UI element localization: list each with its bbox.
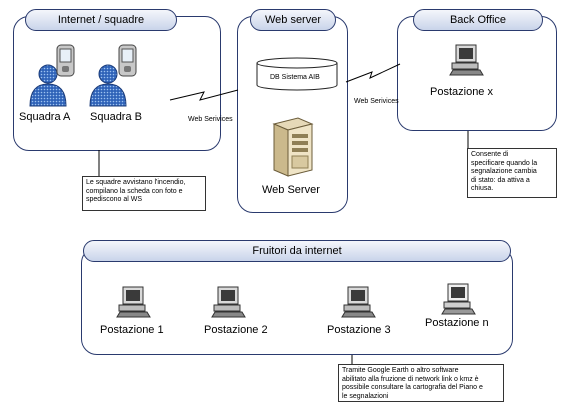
postazione-1-label: Postazione 1 — [100, 324, 164, 336]
pda-icon — [56, 44, 75, 77]
postazione-2-label: Postazione 2 — [204, 324, 268, 336]
note-line: segnalazione cambia — [471, 168, 537, 175]
lightning-link-icon — [169, 89, 239, 101]
note-line: chiusa. — [471, 185, 494, 192]
postazione-x-label: Postazione x — [430, 86, 493, 98]
note-line: Tramite Google Earth o altro software — [342, 367, 459, 374]
back-office-note: Consente di specificare quando la segnal… — [467, 148, 557, 198]
workstation-icon — [449, 44, 484, 76]
squadra-b-label: Squadra B — [90, 111, 142, 123]
pda-icon — [118, 44, 137, 77]
person-icon — [89, 64, 127, 107]
left-link-label: Web Serivices — [188, 116, 233, 123]
workstation-icon — [441, 283, 476, 315]
note-line: Le squadre avvistano l'incendio, — [86, 179, 186, 186]
fruitori-note: Tramite Google Earth o altro software ab… — [338, 364, 504, 402]
note-line: le segnalazioni — [342, 392, 389, 400]
back-office-panel — [397, 16, 557, 131]
web-server-label: Web Server — [262, 184, 320, 196]
note-line: specificare quando la — [471, 159, 538, 167]
web-server-title: Web server — [250, 9, 336, 31]
fruitori-title: Fruitori da internet — [83, 240, 511, 262]
workstation-icon — [211, 286, 246, 318]
fruitori-panel — [81, 247, 513, 355]
note-line: abilitato alla fruzione di network link … — [342, 375, 479, 383]
right-link-label: Web Serivices — [354, 98, 399, 105]
squadre-note: Le squadre avvistano l'incendio, compila… — [82, 176, 206, 211]
internet-squadre-panel — [13, 16, 221, 151]
web-server-panel — [237, 16, 348, 213]
postazione-n-label: Postazione n — [425, 317, 489, 329]
workstation-icon — [116, 286, 151, 318]
server-icon — [272, 117, 314, 177]
note-line: Consente di — [471, 151, 509, 158]
database-icon — [256, 57, 338, 91]
note-line: spediscono al WS — [86, 196, 143, 203]
workstation-icon — [341, 286, 376, 318]
note-line: possibile consultare la cartografia del … — [342, 384, 483, 391]
postazione-3-label: Postazione 3 — [327, 324, 391, 336]
note-line: compilano la scheda con foto e — [86, 187, 183, 195]
squadra-a-label: Squadra A — [19, 111, 71, 123]
back-office-title: Back Office — [413, 9, 543, 31]
db-label: DB Sistema AIB — [270, 74, 320, 81]
lightning-link-icon — [345, 63, 401, 83]
internet-squadre-title: Internet / squadre — [25, 9, 177, 31]
note-line: di stato: da attiva a — [471, 176, 530, 184]
